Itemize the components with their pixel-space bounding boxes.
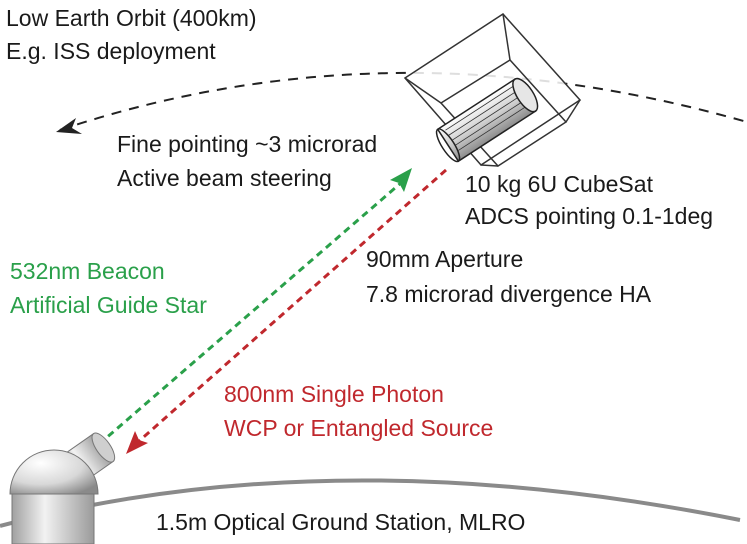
observatory-dome-icon: [9, 432, 116, 544]
earth-surface: [0, 478, 741, 528]
photon-arrow-icon: [126, 431, 148, 454]
beacon-label-line2: Artificial Guide Star: [10, 292, 207, 318]
aperture-label: 90mm Aperture: [366, 246, 524, 272]
beam-steering-label: Active beam steering: [117, 165, 332, 191]
cubesat-icon: [403, 13, 582, 167]
adcs-label: ADCS pointing 0.1-1deg: [465, 203, 714, 229]
cubesat-mass-label: 10 kg 6U CubeSat: [465, 171, 653, 197]
photon-label-line2: WCP or Entangled Source: [224, 415, 494, 441]
divergence-label: 7.8 microrad divergence HA: [366, 281, 652, 307]
beacon-label-line1: 532nm Beacon: [10, 258, 165, 284]
orbit-label-line1: Low Earth Orbit (400km): [6, 5, 257, 31]
fine-pointing-label: Fine pointing ~3 microrad: [117, 131, 378, 157]
orbit-path: [59, 71, 747, 131]
ground-station-label: 1.5m Optical Ground Station, MLRO: [156, 509, 526, 535]
photon-label-line1: 800nm Single Photon: [224, 381, 444, 407]
beacon-arrow-icon: [390, 168, 412, 192]
orbit-arrow-icon: [56, 118, 82, 134]
beacon-beam: [89, 180, 403, 454]
orbit-label-line2: E.g. ISS deployment: [6, 38, 216, 64]
photon-beam: [137, 168, 447, 444]
